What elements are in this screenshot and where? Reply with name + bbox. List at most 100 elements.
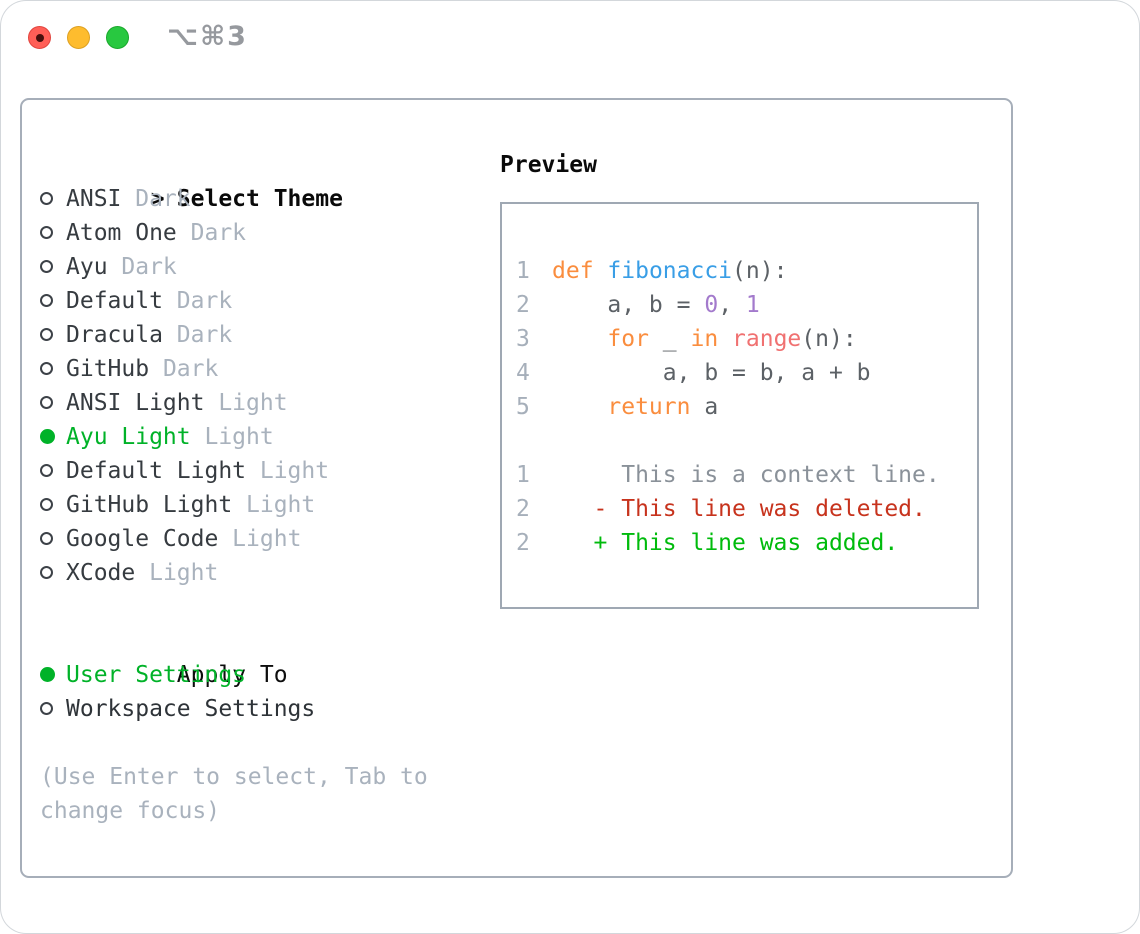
theme-variant: Light [204,390,288,416]
radio-icon [40,318,66,352]
radio-selected-icon [40,658,66,692]
theme-name: XCode [66,560,136,586]
preview-line: 5 return a [516,390,977,424]
code-segment: (n): [732,258,788,284]
preview-title: Preview [500,152,597,178]
spacer [40,726,472,760]
radio-icon [40,454,66,488]
code-segment [594,258,608,284]
preview-line: 4 a, b = b, a + b [516,356,977,390]
theme-option-xcode-light[interactable]: XCode Light [40,556,472,590]
preview-line: 2 - This line was deleted. [516,492,977,526]
code-segment: return [607,394,691,420]
code-segment: in [690,326,719,352]
line-number: 4 [516,360,530,386]
code-segment: for [607,326,649,352]
theme-name: Default [66,288,163,314]
line-number: 2 [516,292,530,318]
theme-name: Atom One [66,220,177,246]
code-segment: _ [648,326,691,352]
radio-icon [40,284,66,318]
theme-option-default-dark[interactable]: Default Dark [40,284,472,318]
radio-icon [40,386,66,420]
theme-name: Google Code [66,526,219,552]
theme-variant: Light [218,526,302,552]
preview-line: 2 + This line was added. [516,526,977,560]
code-segment [718,326,732,352]
line-number: 3 [516,326,530,352]
theme-variant: Light [232,492,316,518]
apply-option-label: Workspace Settings [66,696,316,722]
apply-option-user-settings[interactable]: User Settings [40,658,472,692]
theme-variant: Dark [149,356,219,382]
radio-icon [40,352,66,386]
edited-dot-icon [36,34,44,42]
theme-name: Ayu Light [66,424,191,450]
radio-icon [40,488,66,522]
theme-name: Ayu [66,254,108,280]
hint-text: (Use Enter to select, Tab to change focu… [40,764,428,824]
preview-line [516,424,977,458]
radio-icon [40,692,66,726]
radio-icon [40,216,66,250]
theme-variant: Dark [162,322,233,348]
apply-option-workspace-settings[interactable]: Workspace Settings [40,692,472,726]
theme-option-google-code-light[interactable]: Google Code Light [40,522,472,556]
code-segment: (n): [801,326,857,352]
zoom-button[interactable] [106,26,129,49]
titlebar: ⌥⌘3 [0,0,1140,98]
theme-option-ansi-dark[interactable]: ANSI Dark [40,182,472,216]
theme-name: GitHub Light [66,492,233,518]
window-title: ⌥⌘3 [167,21,248,52]
code-segment [552,326,607,352]
theme-name: Default Light [66,458,247,484]
line-number: 2 [516,496,530,522]
cursor-marker: > [150,186,165,212]
apply-to-title: Apply To [176,662,288,688]
code-segment [552,394,607,420]
theme-variant: Light [135,560,219,586]
code-segment: , [718,292,746,318]
apply-option-label: User Settings [66,662,247,688]
theme-option-dracula-dark[interactable]: Dracula Dark [40,318,472,352]
select-theme-header: > Select Theme [40,148,472,212]
theme-option-github-dark[interactable]: GitHub Dark [40,352,472,386]
code-segment: a [690,394,719,420]
select-theme-title: Select Theme [176,186,343,212]
preview-line: 1 This is a context line. [516,458,977,492]
code-segment: 0 [704,292,719,318]
theme-option-github-light-light[interactable]: GitHub Light Light [40,488,472,522]
code-segment: a, b = b, a + b [552,360,871,386]
code-segment: This is a context line. [552,462,940,488]
theme-name: ANSI [66,186,122,212]
radio-icon [40,182,66,216]
theme-name: GitHub [66,356,150,382]
code-segment: fibonacci [607,258,733,284]
minimize-button[interactable] [67,26,90,49]
theme-option-atom-one-dark[interactable]: Atom One Dark [40,216,472,250]
radio-icon [40,556,66,590]
radio-icon [40,250,66,284]
close-button[interactable] [28,26,51,49]
theme-variant: Dark [176,220,247,246]
theme-option-ansi-light-light[interactable]: ANSI Light Light [40,386,472,420]
code-segment: + This line was added. [552,530,899,556]
radio-icon [40,522,66,556]
line-number: 5 [516,394,530,420]
theme-option-ayu-dark[interactable]: Ayu Dark [40,250,472,284]
theme-variant: Dark [121,186,191,212]
code-segment: range [732,326,802,352]
theme-variant: Dark [107,254,177,280]
preview-line: 3 for _ in range(n): [516,322,977,356]
theme-option-default-light-light[interactable]: Default Light Light [40,454,472,488]
code-segment: - This line was deleted. [552,496,926,522]
preview-line: 2 a, b = 0, 1 [516,288,977,322]
code-segment: a, b = [552,292,705,318]
theme-variant: Dark [162,288,233,314]
theme-option-ayu-light-light[interactable]: Ayu Light Light [40,420,472,454]
